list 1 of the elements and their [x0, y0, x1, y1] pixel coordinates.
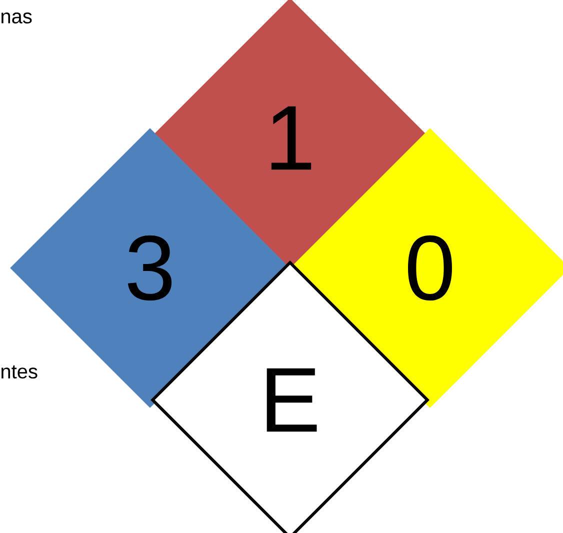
partial-text: nas: [2, 12, 32, 24]
